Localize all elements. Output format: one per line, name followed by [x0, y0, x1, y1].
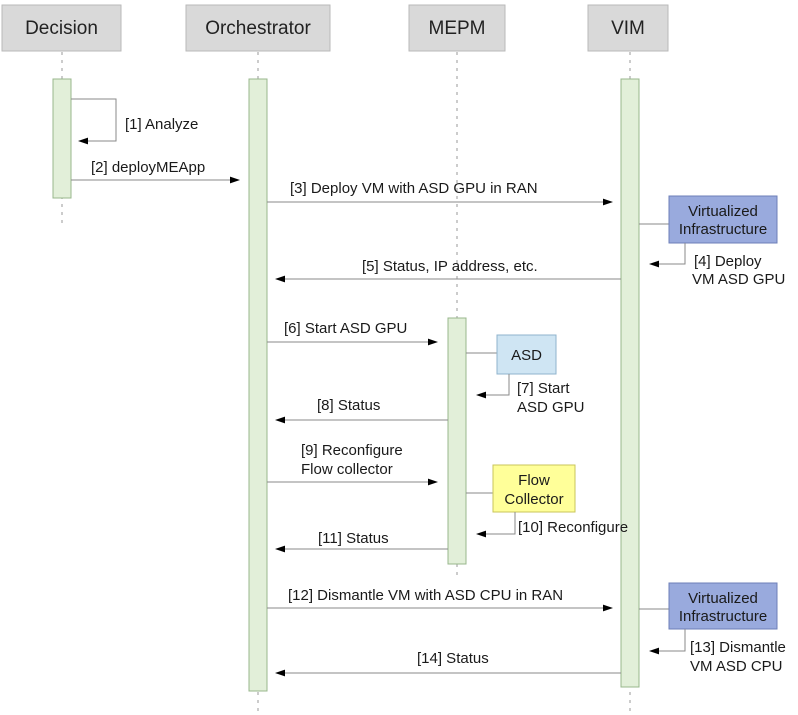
message-2-deploymeapp: [2] deployMEApp	[71, 159, 240, 184]
message-13-label-line1: [13] Dismantle	[690, 639, 786, 656]
message-2-label: [2] deployMEApp	[91, 159, 205, 176]
message-13-label-line2: VM ASD CPU	[690, 658, 783, 675]
message-10-label: [10] Reconfigure	[518, 519, 628, 536]
asd-box: ASD	[466, 334, 557, 375]
vi-top-line1: Virtualized	[688, 203, 758, 220]
message-7-start: [7] Start ASD GPU	[476, 374, 585, 416]
participant-decision-label: Decision	[25, 18, 98, 39]
message-14-label: [14] Status	[417, 650, 489, 667]
participant-mepm: MEPM	[408, 4, 506, 52]
message-9-label-line1: [9] Reconfigure	[301, 442, 403, 459]
message-1-analyze: [1] Analyze	[71, 98, 198, 145]
message-6-label: [6] Start ASD GPU	[284, 320, 407, 337]
message-5-label: [5] Status, IP address, etc.	[362, 258, 538, 275]
message-3-deploy-vm: [3] Deploy VM with ASD GPU in RAN	[267, 180, 613, 206]
activation-mepm	[447, 317, 467, 565]
flow-collector-line1: Flow	[518, 472, 550, 489]
vi-top-line2: Infrastructure	[679, 221, 767, 238]
message-7-label-line1: [7] Start	[517, 380, 570, 397]
message-12-dismantle-vm: [12] Dismantle VM with ASD CPU in RAN	[267, 587, 613, 612]
message-9-label-line2: Flow collector	[301, 461, 393, 478]
message-8-label: [8] Status	[317, 397, 380, 414]
message-1-label: [1] Analyze	[125, 116, 198, 133]
participant-orchestrator-label: Orchestrator	[205, 18, 311, 39]
participant-vim: VIM	[587, 4, 669, 52]
message-6-start-asd-gpu: [6] Start ASD GPU	[267, 320, 438, 346]
message-14-status: [14] Status	[275, 650, 621, 677]
message-9-reconfigure: [9] Reconfigure Flow collector	[267, 442, 438, 486]
message-8-status: [8] Status	[275, 397, 448, 424]
message-4-label-line2: VM ASD GPU	[692, 271, 785, 288]
message-11-label: [11] Status	[318, 530, 389, 547]
flow-collector-box: Flow Collector	[466, 464, 576, 513]
message-12-label: [12] Dismantle VM with ASD CPU in RAN	[288, 587, 563, 604]
activation-vim	[620, 78, 640, 688]
vi-bottom-line1: Virtualized	[688, 590, 758, 607]
message-5-status: [5] Status, IP address, etc.	[275, 258, 621, 283]
message-3-label: [3] Deploy VM with ASD GPU in RAN	[290, 180, 538, 197]
participant-decision: Decision	[1, 4, 122, 52]
participant-vim-label: VIM	[611, 18, 645, 39]
message-7-label-line2: ASD GPU	[517, 399, 585, 416]
message-11-status: [11] Status	[275, 530, 448, 553]
virtualized-infrastructure-box-top: Virtualized Infrastructure	[639, 195, 778, 244]
message-13-dismantle: [13] Dismantle VM ASD CPU	[649, 629, 786, 675]
participant-mepm-label: MEPM	[429, 18, 486, 39]
asd-box-label: ASD	[511, 347, 542, 364]
virtualized-infrastructure-box-bottom: Virtualized Infrastructure	[639, 582, 778, 630]
activation-decision	[52, 78, 72, 199]
message-4-label-line1: [4] Deploy	[694, 253, 762, 270]
message-4-deploy: [4] Deploy VM ASD GPU	[649, 243, 785, 288]
flow-collector-line2: Collector	[504, 491, 563, 508]
vi-bottom-line2: Infrastructure	[679, 608, 767, 625]
message-10-reconfigure: [10] Reconfigure	[476, 512, 628, 538]
activation-orchestrator	[248, 78, 268, 692]
participant-orchestrator: Orchestrator	[185, 4, 331, 52]
